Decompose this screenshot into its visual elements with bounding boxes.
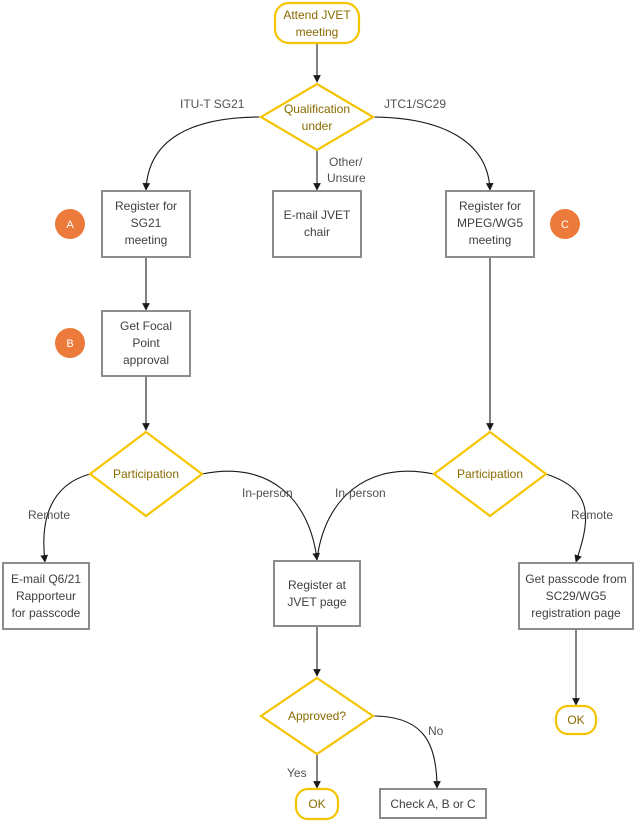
badge-c-label: C xyxy=(561,219,569,231)
edge-labels: ITU-T SG21 JTC1/SC29 Other/ Unsure Remot… xyxy=(28,97,613,780)
approved-label: Approved? xyxy=(288,709,346,723)
start-line-1: Attend JVET xyxy=(283,8,351,22)
edge-left-inperson xyxy=(201,470,321,561)
focal-line-2: Point xyxy=(132,336,160,350)
participation-left-label: Participation xyxy=(113,467,179,481)
start-terminal: Attend JVET meeting xyxy=(273,1,361,45)
register-mpeg-box: Register for MPEG/WG5 meeting xyxy=(445,190,535,258)
register-jvet-line-2: JVET page xyxy=(287,595,346,609)
qualification-line-2: under xyxy=(302,119,333,133)
ok-terminal-right: OK xyxy=(554,704,598,736)
email-chair-line-2: chair xyxy=(304,225,330,239)
register-sg21-line-2: SG21 xyxy=(131,216,162,230)
email-q621-box: E-mail Q6/21 Rapporteur for passcode xyxy=(2,562,90,630)
edge-label-remote-right: Remote xyxy=(571,508,613,522)
edge-left-remote xyxy=(40,473,91,563)
ok-right-label: OK xyxy=(567,713,584,727)
register-mpeg-line-1: Register for xyxy=(459,199,521,213)
focal-point-box: Get Focal Point approval xyxy=(101,310,191,377)
passcode-line-2: SC29/WG5 xyxy=(546,589,607,603)
qualification-decision: Qualification under xyxy=(258,82,376,152)
edge-label-jtc: JTC1/SC29 xyxy=(384,97,446,111)
approved-decision: Approved? xyxy=(259,676,375,756)
check-abc-box: Check A, B or C xyxy=(379,788,487,819)
ok-bottom-label: OK xyxy=(308,797,325,811)
register-mpeg-line-3: meeting xyxy=(469,233,512,247)
edge-label-unsure: Unsure xyxy=(327,171,366,185)
edges xyxy=(40,44,587,789)
ok-terminal-bottom: OK xyxy=(294,787,340,821)
register-mpeg-line-2: MPEG/WG5 xyxy=(457,216,523,230)
edge-right-inperson xyxy=(316,470,435,561)
passcode-line-3: registration page xyxy=(531,606,621,620)
qualification-line-1: Qualification xyxy=(284,102,350,116)
edge-right-remote xyxy=(545,473,587,563)
email-jvet-chair-box: E-mail JVET chair xyxy=(272,190,362,258)
badge-a: A xyxy=(55,209,85,239)
edge-label-inperson-left: In-person xyxy=(242,486,293,500)
email-q621-line-3: for passcode xyxy=(12,606,81,620)
get-passcode-box: Get passcode from SC29/WG5 registration … xyxy=(518,562,634,630)
edge-label-itu: ITU-T SG21 xyxy=(180,97,245,111)
register-sg21-line-3: meeting xyxy=(125,233,168,247)
register-sg21-line-1: Register for xyxy=(115,199,177,213)
email-q621-line-1: E-mail Q6/21 xyxy=(11,572,81,586)
edge-label-remote-left: Remote xyxy=(28,508,70,522)
register-jvet-page-box: Register at JVET page xyxy=(273,560,361,627)
focal-line-1: Get Focal xyxy=(120,319,172,333)
edge-label-no: No xyxy=(428,724,444,738)
participation-right-label: Participation xyxy=(457,467,523,481)
register-sg21-box: Register for SG21 meeting xyxy=(101,190,191,258)
edge-qual-to-mpeg xyxy=(370,116,494,191)
start-line-2: meeting xyxy=(296,25,339,39)
passcode-line-1: Get passcode from xyxy=(525,572,626,586)
edge-approved-no xyxy=(372,715,441,789)
edge-label-inperson-right: In-person xyxy=(335,486,386,500)
email-q621-line-2: Rapporteur xyxy=(16,589,76,603)
badge-c: C xyxy=(550,209,580,239)
badge-a-label: A xyxy=(66,219,74,231)
register-jvet-line-1: Register at xyxy=(288,578,347,592)
check-abc-label: Check A, B or C xyxy=(390,797,476,811)
participation-right-decision: Participation xyxy=(432,430,548,518)
badge-b-label: B xyxy=(66,338,73,350)
edge-qual-to-sg21 xyxy=(142,116,262,191)
participation-left-decision: Participation xyxy=(88,430,204,518)
edge-label-yes: Yes xyxy=(287,766,307,780)
email-chair-line-1: E-mail JVET xyxy=(284,208,351,222)
badge-b: B xyxy=(55,328,85,358)
focal-line-3: approval xyxy=(123,353,169,367)
edge-label-other: Other/ xyxy=(329,155,363,169)
